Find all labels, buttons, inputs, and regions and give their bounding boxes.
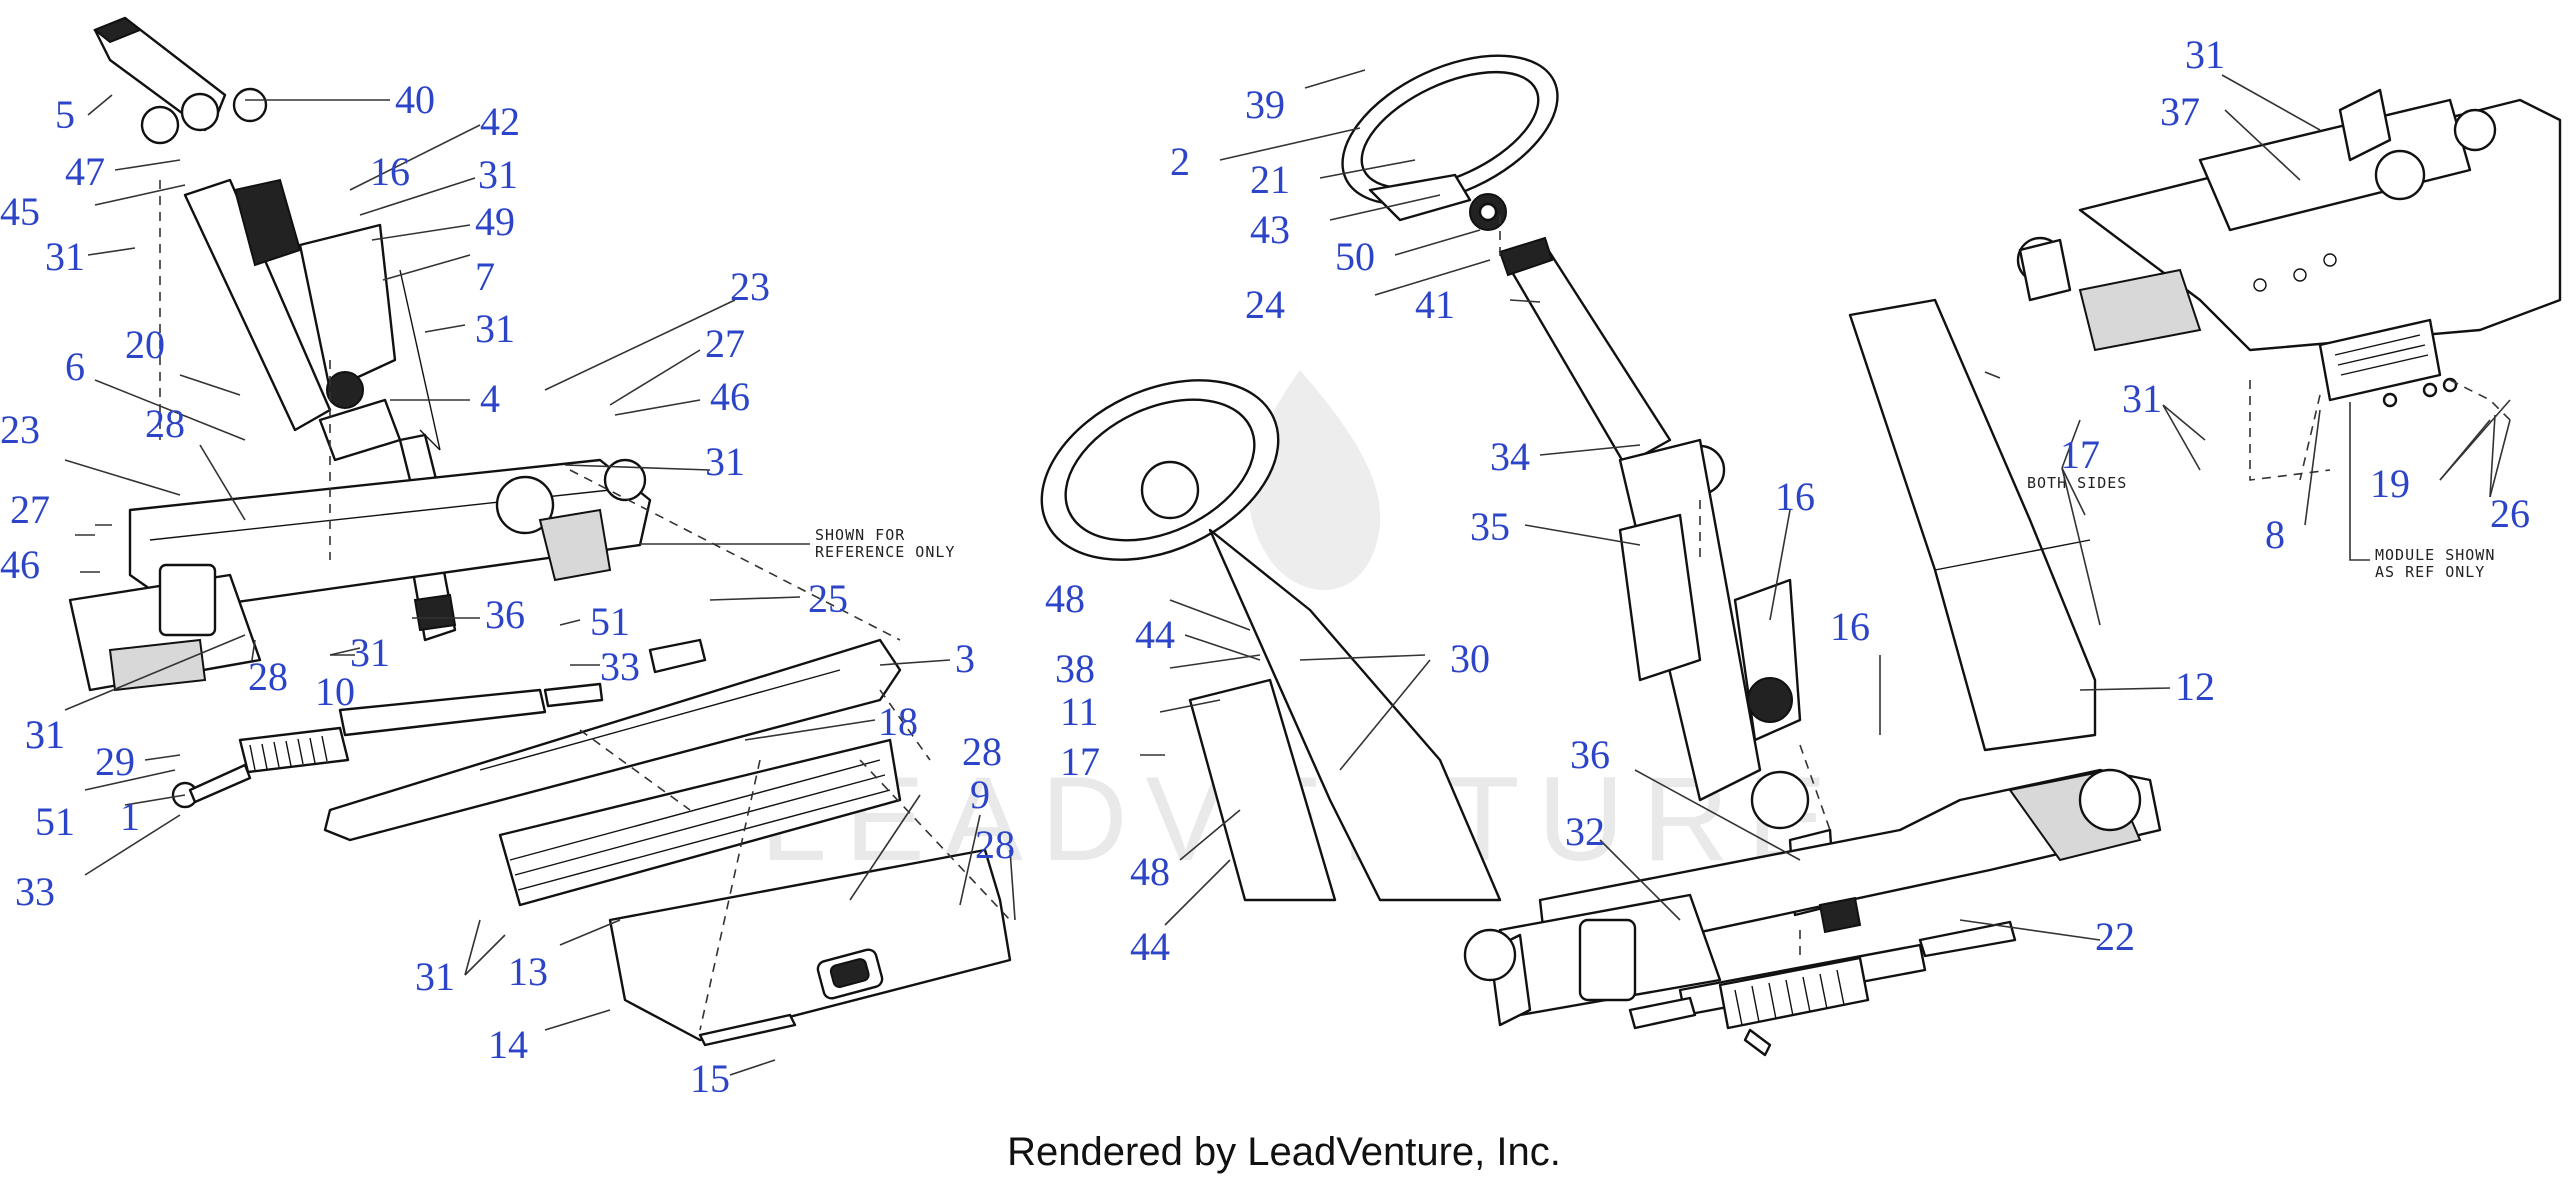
- callout-16: 16: [1775, 474, 1815, 519]
- callout-38: 38: [1055, 646, 1095, 691]
- callout-21: 21: [1250, 157, 1290, 202]
- callout-16: 16: [370, 149, 410, 194]
- callout-44: 44: [1130, 924, 1170, 969]
- callout-10: 10: [315, 669, 355, 714]
- callout-48: 48: [1130, 849, 1170, 894]
- callout-7: 7: [475, 254, 495, 299]
- callout-44: 44: [1135, 612, 1175, 657]
- callout-36: 36: [485, 592, 525, 637]
- callout-8: 8: [2265, 512, 2285, 557]
- leader-lines: [64, 69, 2511, 1076]
- callout-33: 33: [15, 869, 55, 914]
- callout-31: 31: [705, 439, 745, 484]
- callout-13: 13: [508, 949, 548, 994]
- callout-29: 29: [95, 739, 135, 784]
- callout-26: 26: [2490, 491, 2530, 536]
- callout-31: 31: [350, 630, 390, 675]
- callout-11: 11: [1060, 689, 1099, 734]
- callout-17: 17: [2060, 432, 2100, 477]
- callout-50: 50: [1335, 234, 1375, 279]
- callouts-center: 39 2 21 43 50 24 41 34 35 16 48 44 30 38…: [1045, 82, 2215, 969]
- callout-31: 31: [25, 712, 65, 757]
- callout-20: 20: [125, 322, 165, 367]
- callout-30: 30: [1450, 636, 1490, 681]
- callout-15: 15: [690, 1056, 730, 1101]
- callout-28: 28: [145, 401, 185, 446]
- callout-23: 23: [730, 264, 770, 309]
- callout-51: 51: [590, 599, 630, 644]
- center-steering-assembly: [1040, 54, 2162, 1057]
- callout-27: 27: [10, 487, 50, 532]
- callout-32: 32: [1565, 809, 1605, 854]
- callout-25: 25: [808, 576, 848, 621]
- callout-23: 23: [0, 407, 40, 452]
- callout-16: 16: [1830, 604, 1870, 649]
- callout-14: 14: [488, 1022, 528, 1067]
- callout-35: 35: [1470, 504, 1510, 549]
- callout-37: 37: [2160, 89, 2200, 134]
- rendered-by-footer: Rendered by LeadVenture, Inc.: [1007, 1130, 1561, 1174]
- callout-3: 3: [955, 636, 975, 681]
- callout-33: 33: [600, 644, 640, 689]
- callout-17: 17: [1060, 739, 1100, 784]
- callout-31: 31: [2122, 376, 2162, 421]
- left-steering-assembly: [68, 16, 1012, 1047]
- callout-19: 19: [2370, 461, 2410, 506]
- callout-28: 28: [962, 729, 1002, 774]
- reference-notes: SHOWN FOR REFERENCE ONLY BOTH SIDES MODU…: [640, 402, 2495, 581]
- callout-46: 46: [710, 374, 750, 419]
- callout-28: 28: [248, 654, 288, 699]
- note-shown-for-line1: SHOWN FOR: [815, 526, 905, 544]
- callout-31b: 31: [25, 712, 65, 757]
- callout-47: 47: [65, 149, 105, 194]
- callout-46: 46: [0, 542, 40, 587]
- callout-31: 31: [475, 306, 515, 351]
- callouts-left: 5 40 47 31 45 16 42 31 49 7 31 20 6 23 4…: [0, 77, 1015, 1101]
- callout-31: 31: [415, 954, 455, 999]
- callout-18: 18: [878, 699, 918, 744]
- callout-43: 43: [1250, 207, 1290, 252]
- callouts-right: 31 37 31 19 26 8: [2122, 32, 2530, 557]
- callout-48: 48: [1045, 576, 1085, 621]
- callout-49: 49: [475, 199, 515, 244]
- right-module-assembly: [2016, 88, 2562, 481]
- callout-31: 31: [2185, 32, 2225, 77]
- callout-42: 31: [478, 152, 518, 197]
- callout-41: 41: [1415, 282, 1455, 327]
- note-module-shown-line1: MODULE SHOWN: [2375, 546, 2495, 564]
- callout-31: 42: [480, 99, 520, 144]
- note-both-sides: BOTH SIDES: [2027, 474, 2127, 492]
- callout-4: 4: [480, 376, 500, 421]
- callout-27: 27: [705, 321, 745, 366]
- callout-45: 45: [0, 189, 40, 234]
- callout-36: 36: [1570, 732, 1610, 777]
- callout-28: 28: [975, 822, 1015, 867]
- callout-40: 40: [395, 77, 435, 122]
- note-module-shown-line2: AS REF ONLY: [2375, 563, 2485, 581]
- callout-22: 22: [2095, 914, 2135, 959]
- callout-31: 31: [45, 234, 85, 279]
- callout-5: 5: [55, 92, 75, 137]
- callout-9: 9: [970, 772, 990, 817]
- callout-2: 2: [1170, 139, 1190, 184]
- callout-12: 12: [2175, 664, 2215, 709]
- callout-39: 39: [1245, 82, 1285, 127]
- callout-6: 6: [65, 344, 85, 389]
- callout-51: 51: [35, 799, 75, 844]
- callout-24: 24: [1245, 282, 1285, 327]
- note-shown-for-line2: REFERENCE ONLY: [815, 543, 955, 561]
- callout-34: 34: [1490, 434, 1530, 479]
- callout-1: 1: [120, 794, 140, 839]
